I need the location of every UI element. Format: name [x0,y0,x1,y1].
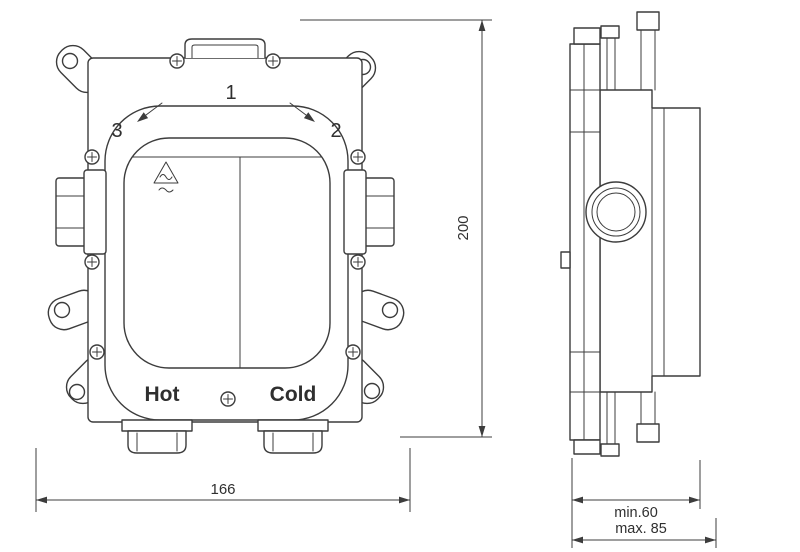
arrowhead-right [303,112,315,122]
width-dimension-label: 166 [210,481,235,498]
hot-inlet-port [121,419,193,454]
min-depth-label: min.60 [614,505,658,521]
screw-icon [220,391,236,407]
hot-surface-warning-icon [153,161,179,193]
screw-icon [350,149,366,165]
side-view [560,11,701,457]
mounting-hole [363,382,381,400]
side-outlet-port-left [55,169,107,255]
min-depth-dimension: min.60 [571,458,701,548]
max-depth-dimension: max. 85 [572,518,717,548]
width-dimension: 166 [35,448,411,512]
arrowhead-left [137,112,149,122]
cold-label: Cold [270,383,317,406]
cold-inlet-port [257,419,329,454]
side-lug [560,251,571,269]
arrow-to-right-port [289,102,307,116]
screw-icon [84,254,100,270]
screw-icon [169,53,185,69]
screw-icon [350,254,366,270]
port-marker-2: 2 [330,120,341,142]
housing-body [599,89,701,393]
bottom-fasteners [600,391,660,457]
arrow-to-left-port [145,102,163,116]
mounting-hole [61,52,79,70]
front-view: 1 3 2 Hot Cold [47,38,405,454]
screw-icon [84,149,100,165]
screw-icon [345,344,361,360]
port-marker-1: 1 [225,82,236,104]
valve-body-outline [104,105,349,421]
mounting-hole [68,383,86,401]
cartridge-recess [123,137,331,369]
screw-icon [265,53,281,69]
height-dimension-label: 200 [455,215,472,240]
bottom-clip [573,439,601,455]
mounting-hole [381,301,399,319]
top-clip [573,27,601,45]
hot-label: Hot [145,383,180,406]
screw-icon [89,344,105,360]
mounting-ear-mid-right [351,289,405,331]
mounting-hole [53,301,71,319]
top-fasteners [600,11,660,91]
top-tab [184,38,266,59]
side-outlet-circle [585,181,647,243]
height-dimension: 200 [300,19,492,438]
max-depth-label: max. 85 [615,521,667,537]
wall-flange-plate [560,27,601,455]
side-outlet-port-right [343,169,395,255]
port-marker-3: 3 [111,120,122,142]
dimension-annotations: 200 166 min.60 max. 85 [35,19,717,548]
